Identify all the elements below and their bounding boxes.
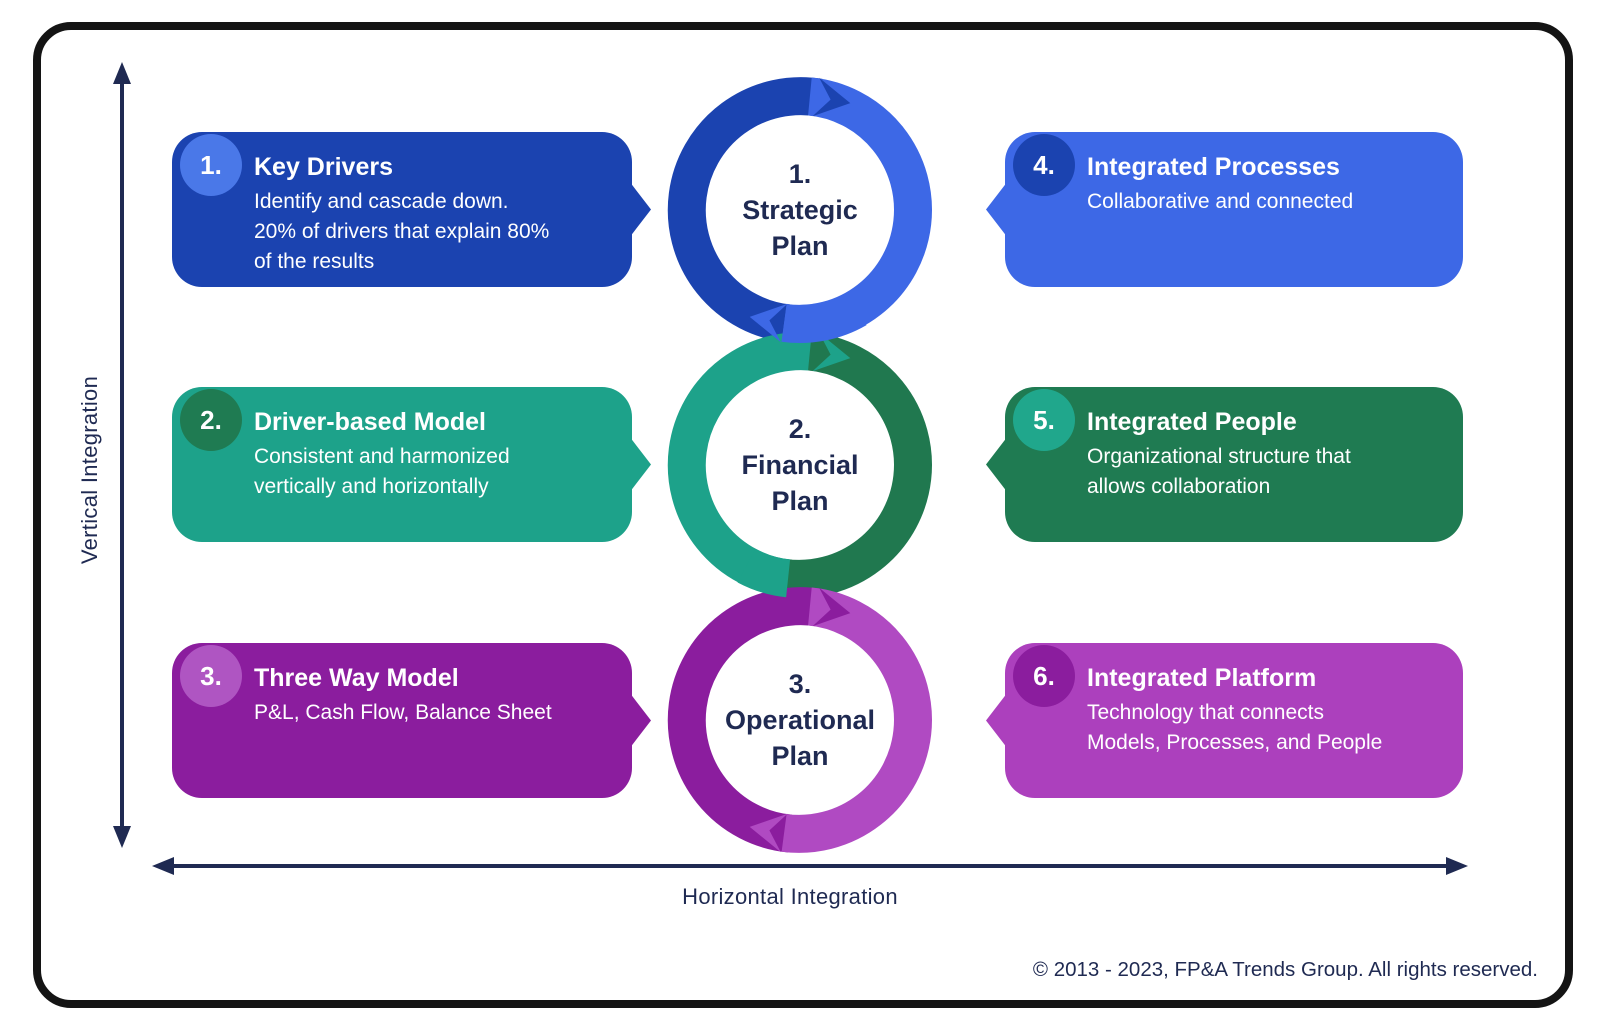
horizontal-axis-label: Horizontal Integration xyxy=(682,884,898,909)
arrowhead-left-icon xyxy=(152,857,174,875)
callout-number-badge: 4. xyxy=(1013,134,1075,196)
vertical-axis-arrow xyxy=(113,62,131,848)
callout-integrated-platform: 6. Integrated Platform Technology that c… xyxy=(986,643,1463,798)
vertical-axis-label: Vertical Integration xyxy=(77,375,102,565)
callout-number-badge: 6. xyxy=(1013,645,1075,707)
badge-number: 1. xyxy=(200,149,222,180)
callout-driver-based-model: 2. Driver-based Model Consistent and har… xyxy=(172,387,651,542)
badge-number: 6. xyxy=(1033,660,1055,691)
callout-body: Identify and cascade down.20% of drivers… xyxy=(254,190,550,273)
badge-number: 2. xyxy=(200,404,222,435)
callout-title: Integrated People xyxy=(1087,408,1297,436)
horizontal-axis-arrow xyxy=(152,857,1468,875)
copyright-notice: © 2013 - 2023, FP&A Trends Group. All ri… xyxy=(1032,958,1538,981)
callout-integrated-processes: 4. Integrated Processes Collaborative an… xyxy=(986,132,1463,287)
callout-number-badge: 3. xyxy=(180,645,242,707)
callout-title: Integrated Platform xyxy=(1087,664,1317,692)
callout-title: Three Way Model xyxy=(254,664,459,692)
plan-cycle-rings xyxy=(667,77,932,853)
callout-title: Integrated Processes xyxy=(1087,153,1340,181)
callout-number-badge: 5. xyxy=(1013,389,1075,451)
arrowhead-right-icon xyxy=(1446,857,1468,875)
badge-number: 5. xyxy=(1033,404,1055,435)
callout-title: Key Drivers xyxy=(254,153,393,181)
callout-key-drivers: 1. Key Drivers Identify and cascade down… xyxy=(172,132,651,287)
arrowhead-down-icon xyxy=(113,826,131,848)
callout-tail-left-icon xyxy=(986,438,1006,491)
callout-body: Collaborative and connected xyxy=(1087,190,1354,213)
badge-number: 4. xyxy=(1033,149,1055,180)
callout-body: P&L, Cash Flow, Balance Sheet xyxy=(254,701,552,724)
callout-tail-left-icon xyxy=(986,183,1006,236)
callout-integrated-people: 5. Integrated People Organizational stru… xyxy=(986,387,1463,542)
callout-number-badge: 1. xyxy=(180,134,242,196)
callout-tail-left-icon xyxy=(986,694,1006,747)
badge-number: 3. xyxy=(200,660,222,691)
callout-three-way-model: 3. Three Way Model P&L, Cash Flow, Balan… xyxy=(172,643,651,798)
callout-title: Driver-based Model xyxy=(254,408,487,436)
callout-number-badge: 2. xyxy=(180,389,242,451)
arrowhead-up-icon xyxy=(113,62,131,84)
